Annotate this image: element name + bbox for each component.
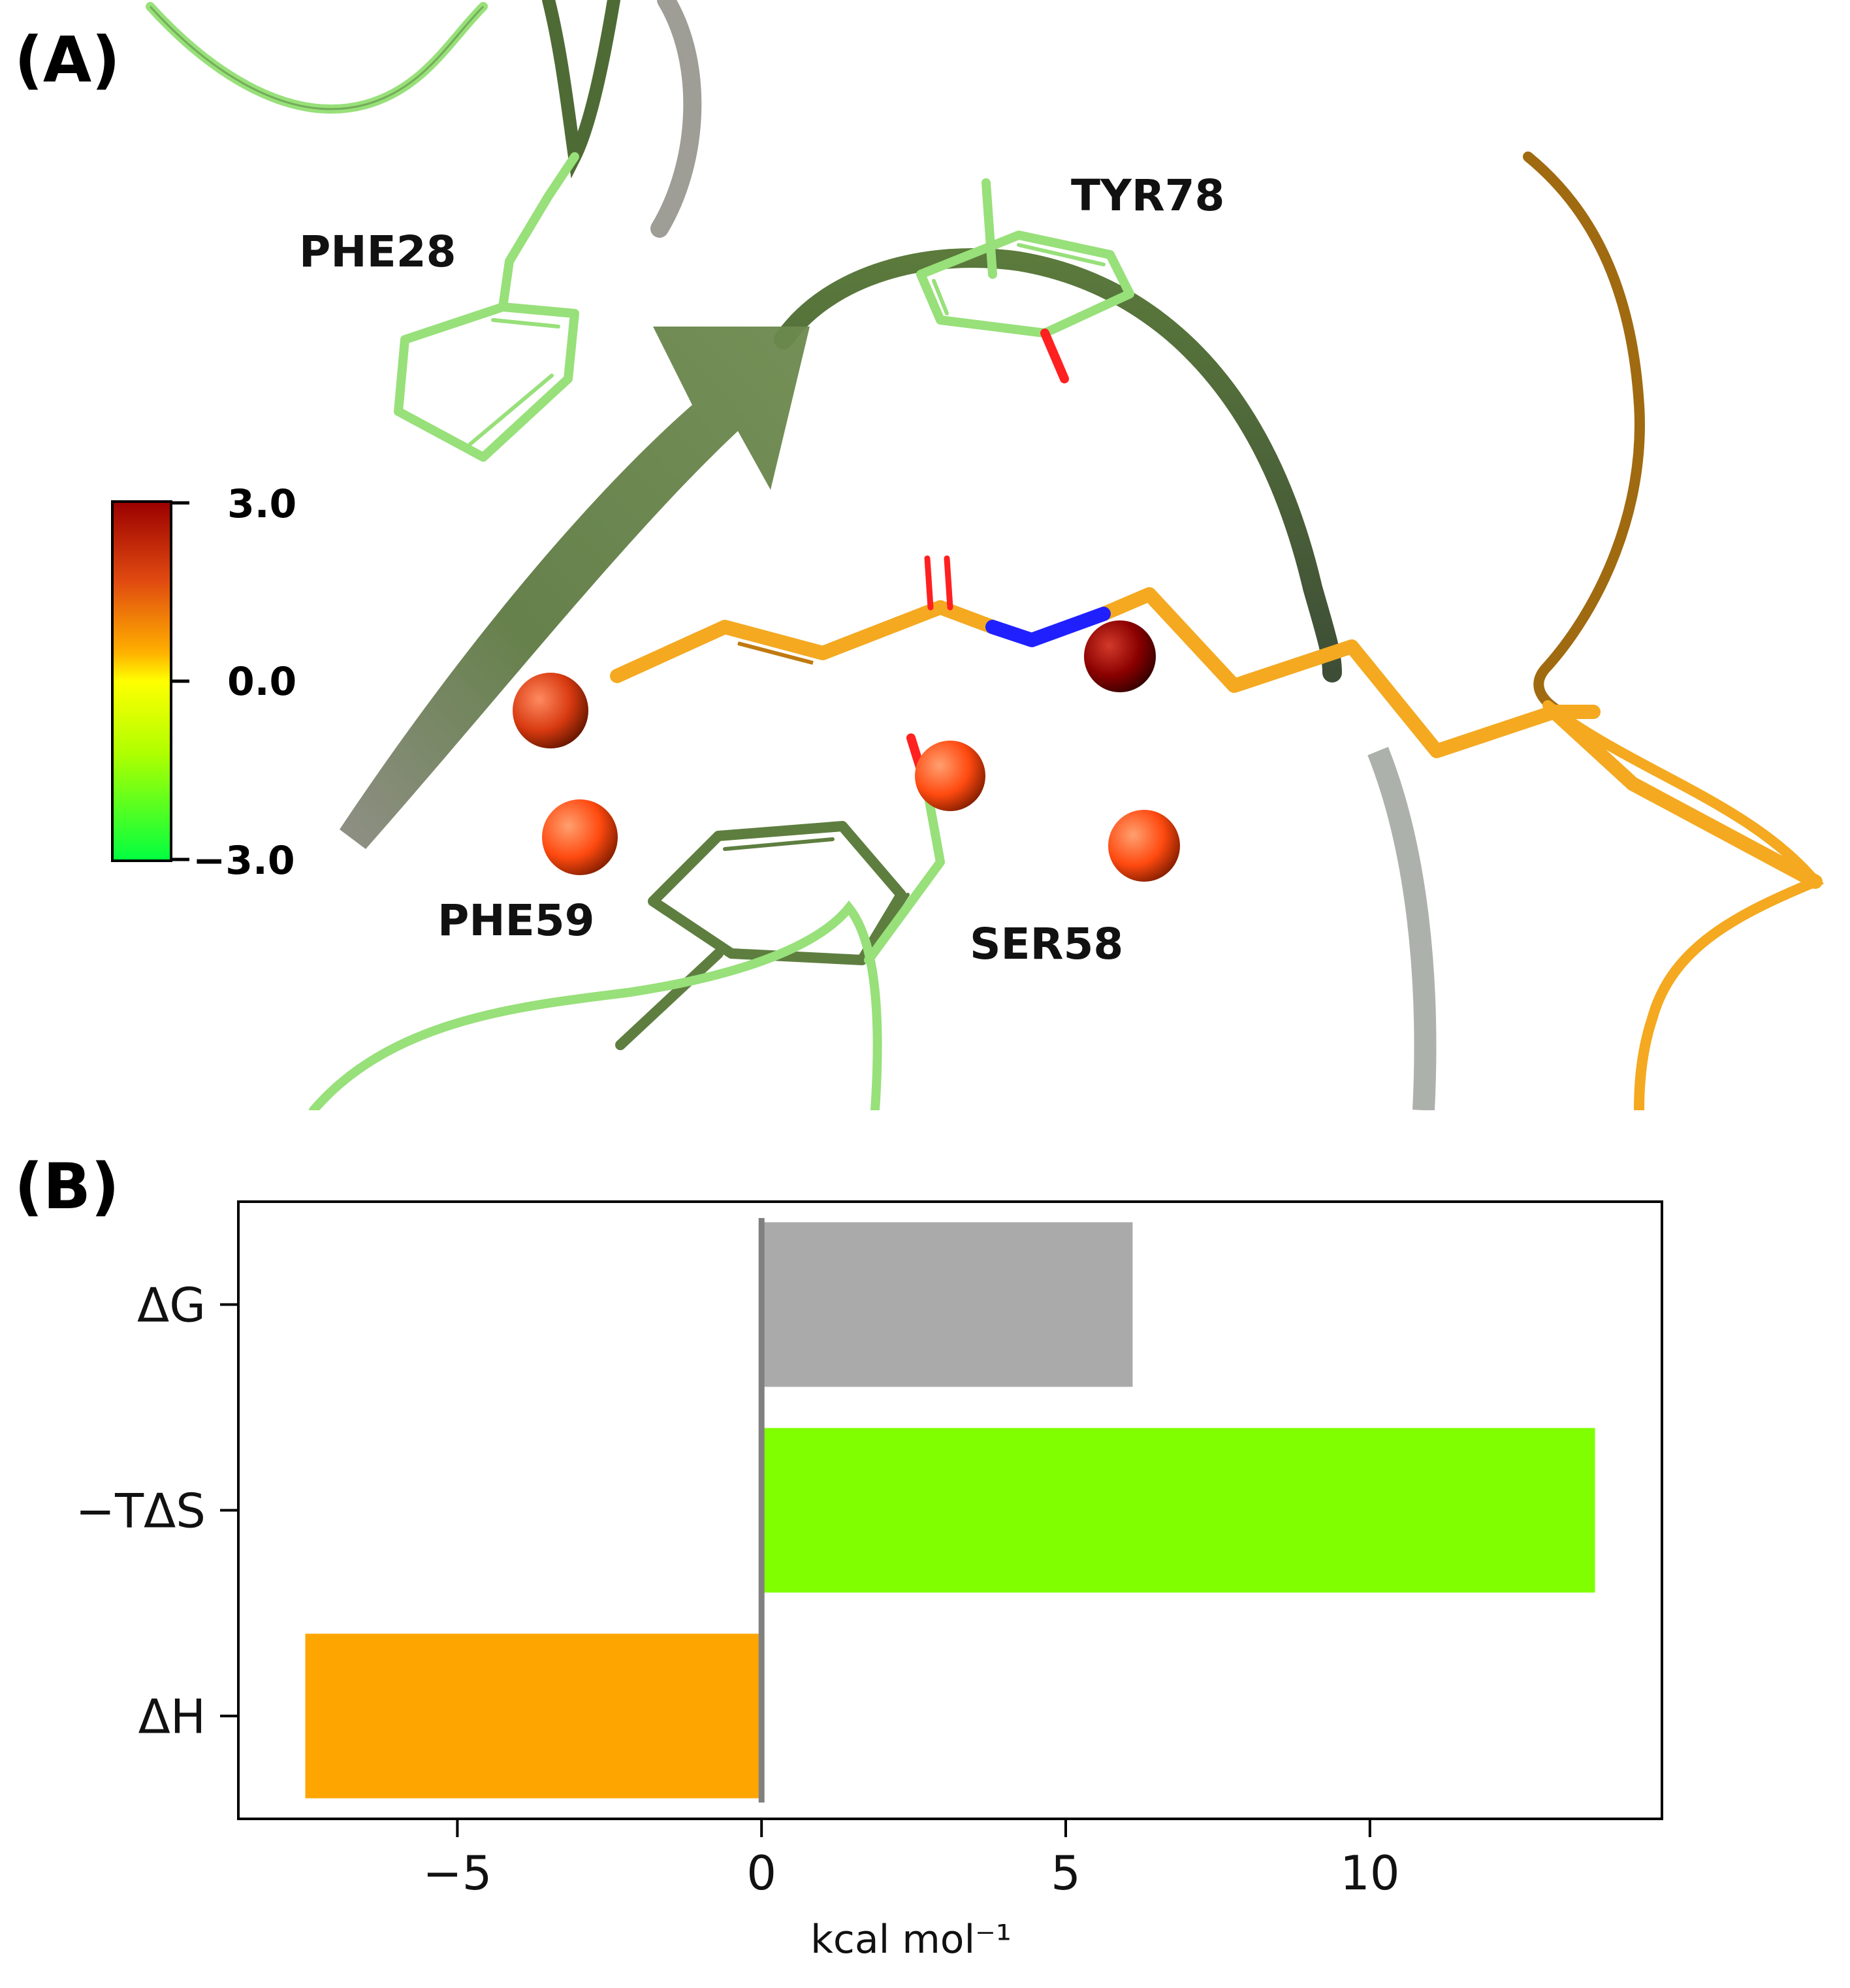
phe59-sidechain [615, 821, 910, 1050]
ligand-double-bond [737, 641, 814, 665]
panel-b-letter: (B) [14, 1150, 120, 1223]
beta-loop-dark [774, 248, 1342, 682]
phe28-sidechain [394, 152, 579, 462]
molecular-view-panel: (A) PHE28 TYR78 [14, 0, 1825, 1110]
x-axis-label: kcal mol⁻¹ [810, 1917, 1012, 1963]
water-sphere [1084, 620, 1156, 692]
x-tick-label: 10 [1340, 1846, 1400, 1900]
faded-ribbon-right [1367, 746, 1437, 1110]
colorbar-fill [111, 500, 172, 862]
backbone-top-left-outline [149, 5, 485, 110]
residue-label: TYR78 [1071, 170, 1224, 221]
x-tick-label: 5 [1051, 1846, 1081, 1900]
backbone-bottom [309, 900, 882, 1110]
backbone-strand-top [542, 0, 620, 179]
residue-label: SER58 [970, 919, 1123, 969]
backbone-orange-lower [1542, 700, 1825, 1110]
water-sphere [1108, 810, 1180, 882]
ligand [610, 587, 1823, 889]
x-tick-label: −5 [423, 1846, 492, 1900]
beta-strand-arrow [340, 327, 810, 849]
colorbar: 3.0 0.0 −3.0 [111, 481, 296, 884]
water-sphere [542, 799, 618, 875]
panel-a-letter: (A) [14, 24, 120, 97]
residue-label: PHE59 [438, 895, 595, 946]
energy-bar-chart: (B) ΔG −TΔS ΔH −5 0 5 10 kcal mol⁻¹ [14, 1150, 1663, 1963]
y-tick-label: ΔH [138, 1690, 206, 1744]
backbone-top-left [146, 2, 488, 114]
chart-plot-area: ΔG −TΔS ΔH −5 0 5 10 kcal mol⁻¹ [76, 1200, 1663, 1963]
faded-ribbon-top [650, 0, 702, 238]
y-tick-label: −TΔS [76, 1484, 206, 1539]
water-sphere [513, 673, 588, 748]
bar [305, 1633, 762, 1799]
ligand-nitrogen-bond [985, 607, 1111, 647]
ligand-carbonyl [924, 555, 953, 611]
water-sphere [915, 741, 985, 811]
y-tick-label: ΔG [137, 1278, 206, 1333]
colorbar-min-label: −3.0 [193, 838, 295, 884]
colorbar-max-label: 3.0 [227, 481, 296, 527]
bar [761, 1428, 1595, 1593]
residue-label: PHE28 [299, 227, 456, 277]
plot-frame [237, 1200, 1663, 1820]
tyr78-hydroxyl [1040, 329, 1069, 383]
ser58-sidechain [864, 786, 945, 965]
bar [761, 1222, 1133, 1387]
backbone-orange-right [1523, 152, 1645, 717]
colorbar-mid-label: 0.0 [227, 659, 296, 705]
x-tick-label: 0 [746, 1846, 776, 1900]
